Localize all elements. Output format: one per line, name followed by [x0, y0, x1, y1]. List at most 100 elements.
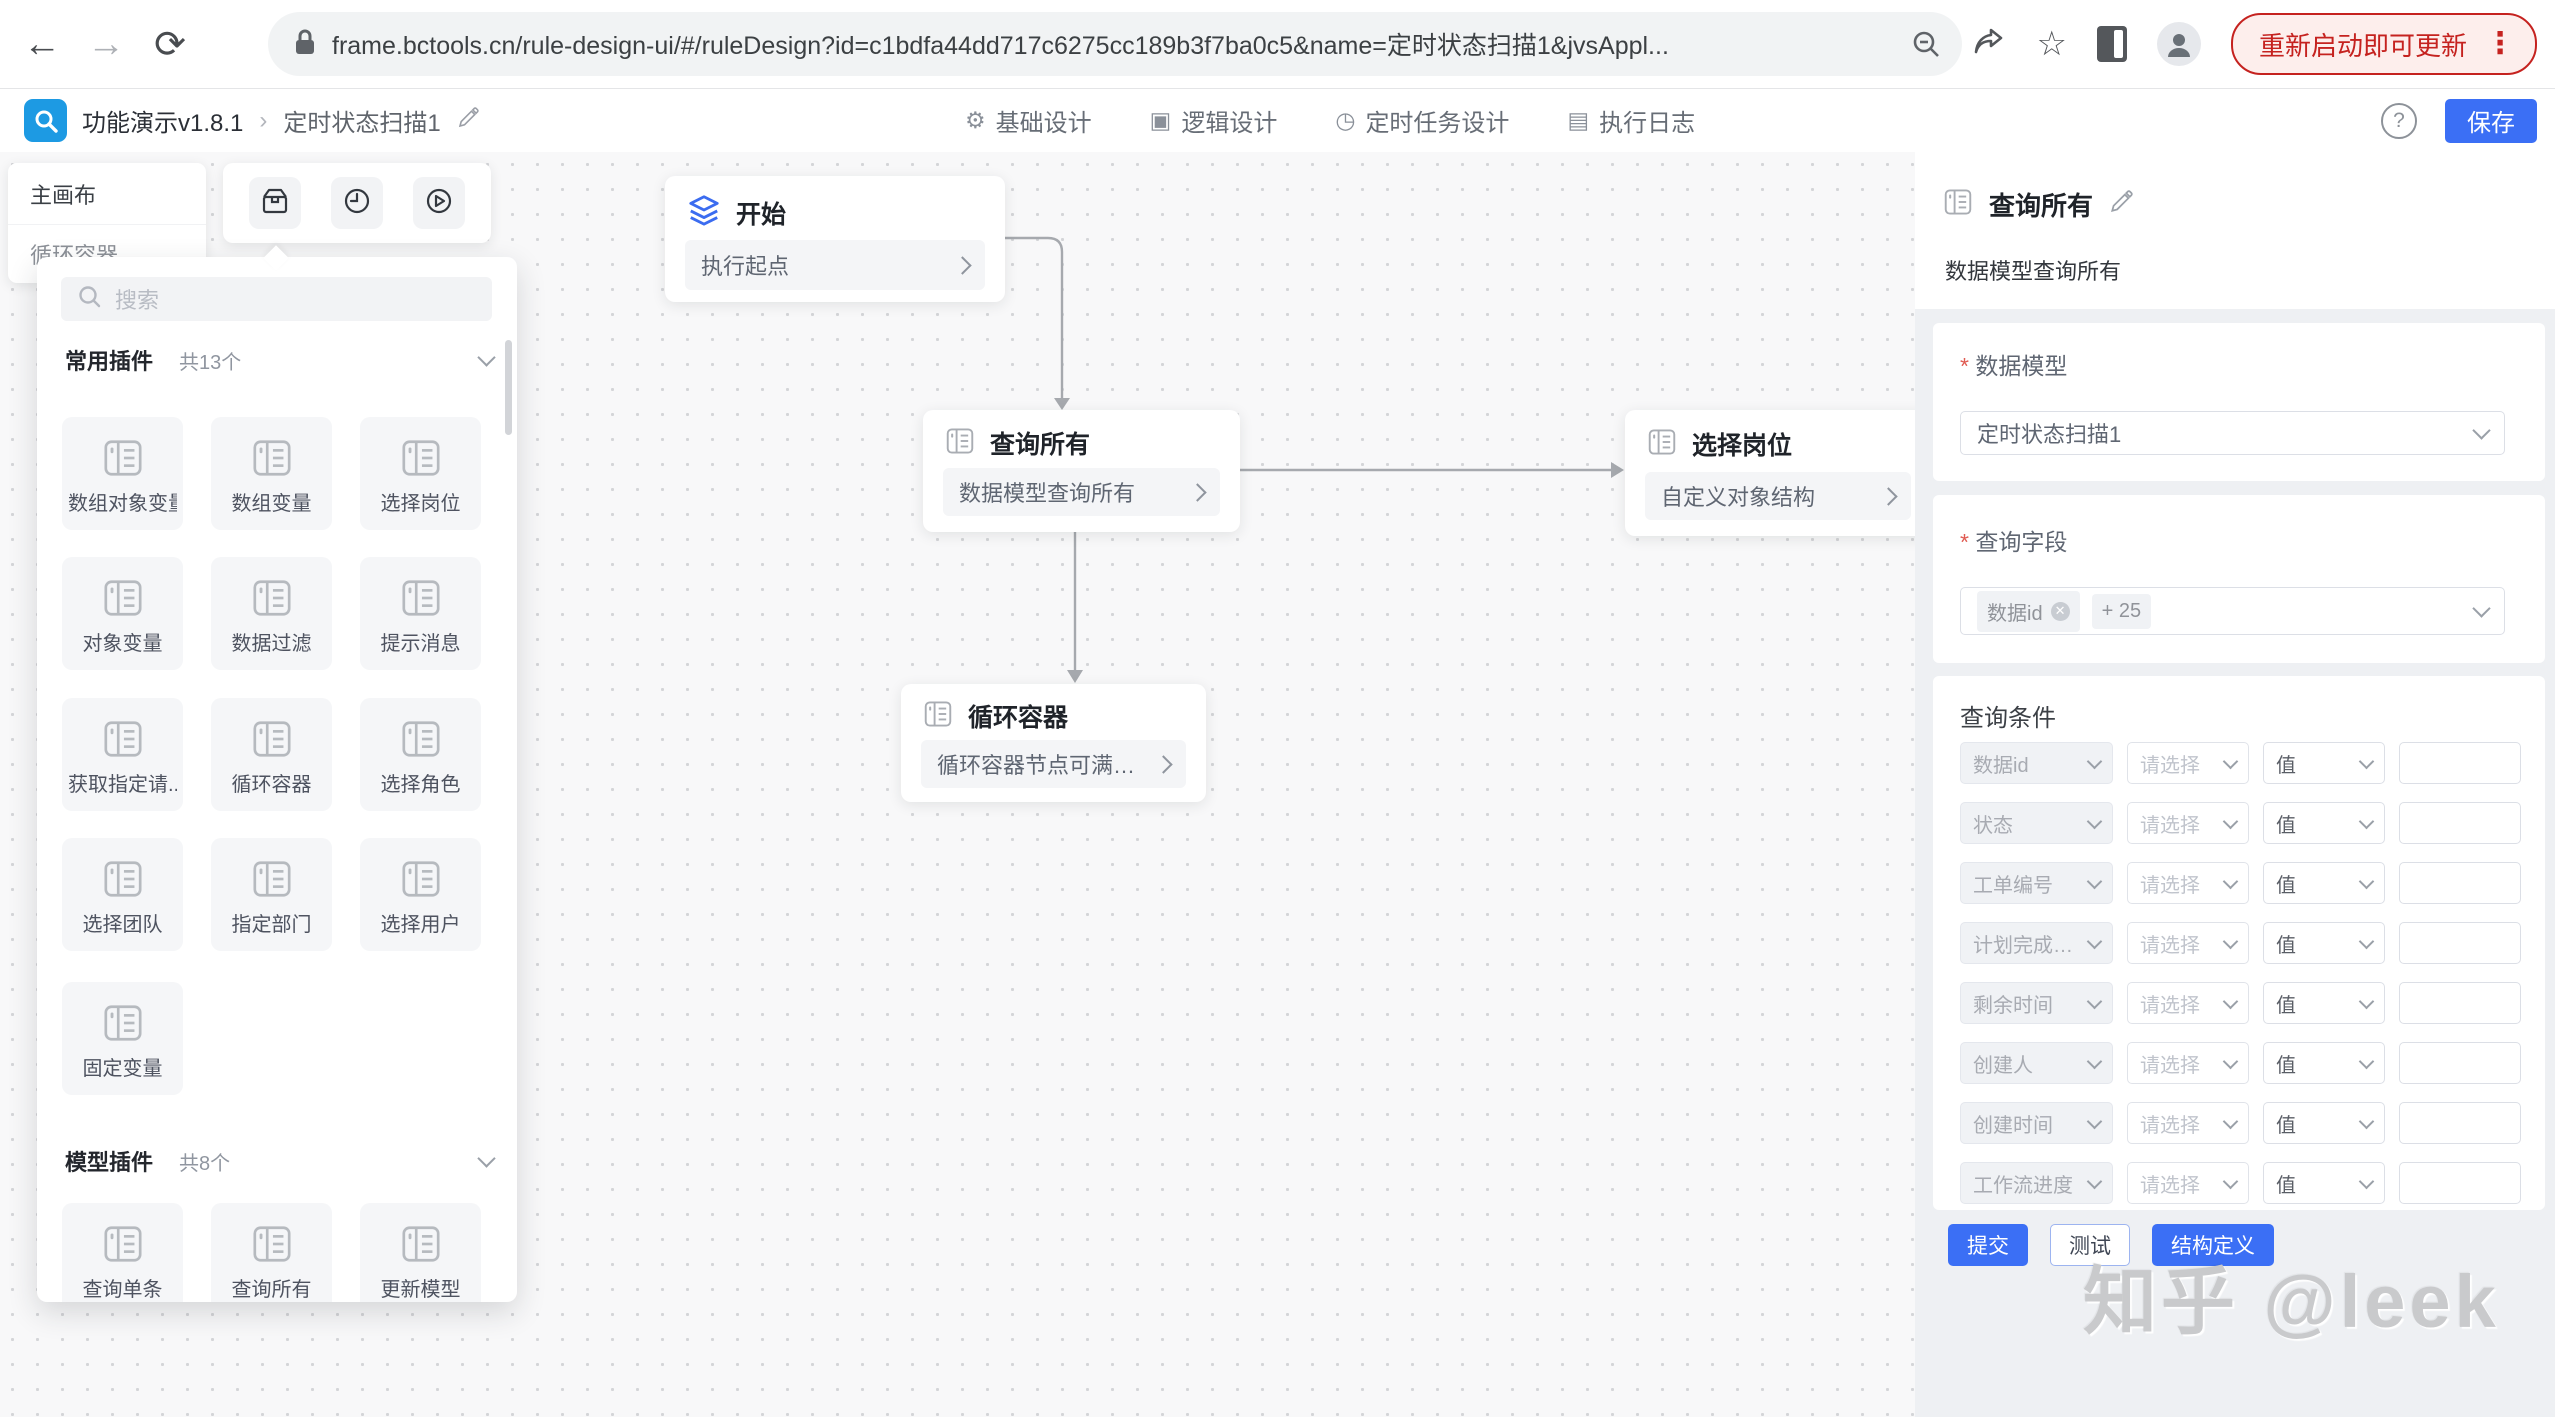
plugin-card[interactable]: 选择角色 — [360, 698, 481, 811]
forward-icon[interactable]: → — [87, 22, 125, 65]
plugin-card[interactable]: 查询所有 — [211, 1203, 332, 1302]
node-start-config-row[interactable]: 执行起点 — [685, 240, 985, 290]
condition-field-select[interactable]: 工单编号 — [1960, 862, 2113, 904]
plugin-card[interactable]: 数组变量 — [211, 417, 332, 530]
condition-type-select[interactable]: 值 — [2263, 922, 2385, 964]
condition-value-input[interactable] — [2399, 742, 2521, 784]
breadcrumb-app-name[interactable]: 功能演示v1.8.1 — [82, 110, 244, 137]
popup-scrollbar[interactable] — [505, 340, 512, 435]
plugin-card[interactable]: 获取指定请... — [62, 698, 183, 811]
plugin-card[interactable]: 循环容器 — [211, 698, 332, 811]
condition-field-select[interactable]: 创建时间 — [1960, 1102, 2113, 1144]
side-panel-icon[interactable] — [2096, 26, 2127, 62]
condition-type-select[interactable]: 值 — [2263, 742, 2385, 784]
condition-operator-select[interactable]: 请选择 — [2127, 982, 2249, 1024]
rename-pencil-icon[interactable] — [457, 107, 479, 134]
plugin-card[interactable]: 查询单条 — [62, 1203, 183, 1302]
chevron-down-icon — [2358, 933, 2375, 950]
app-logo[interactable] — [24, 99, 67, 142]
condition-operator-select[interactable]: 请选择 — [2127, 922, 2249, 964]
fields-multiselect[interactable]: 数据id ✕ + 25 — [1960, 587, 2505, 635]
condition-type-select[interactable]: 值 — [2263, 1042, 2385, 1084]
chevron-right-icon — [953, 255, 972, 275]
plugin-section-header[interactable]: 模型插件共8个 — [65, 1145, 496, 1177]
plugin-search-input[interactable]: 搜索 — [61, 277, 492, 321]
chevron-down-icon — [477, 348, 496, 367]
plugin-card[interactable]: 对象变量 — [62, 557, 183, 670]
flow-canvas[interactable]: 开始 执行起点 查询所有 数据模型查询所有 选择岗位 自定义对象结构 — [0, 152, 1915, 1417]
plugin-section-header[interactable]: 常用插件共13个 — [65, 344, 496, 376]
zoom-out-icon[interactable] — [1910, 28, 1944, 67]
tab-basic-design[interactable]: ⚙基础设计 — [965, 103, 1092, 138]
condition-type-select[interactable]: 值 — [2263, 982, 2385, 1024]
plugin-card[interactable]: 固定变量 — [62, 982, 183, 1095]
condition-value-input[interactable] — [2399, 982, 2521, 1024]
submit-button[interactable]: 提交 — [1948, 1224, 2028, 1266]
clock-icon — [341, 185, 373, 222]
condition-value-input[interactable] — [2399, 1042, 2521, 1084]
condition-field-select[interactable]: 创建人 — [1960, 1042, 2113, 1084]
condition-value-input[interactable] — [2399, 862, 2521, 904]
remove-tag-icon[interactable]: ✕ — [2050, 601, 2070, 621]
kebab-menu-icon[interactable]: ⋮ — [2485, 27, 2515, 60]
plugin-card[interactable]: 指定部门 — [211, 838, 332, 951]
url-text: frame.bctools.cn/rule-design-ui/#/ruleDe… — [332, 32, 1669, 60]
plugin-card[interactable]: 选择用户 — [360, 838, 481, 951]
help-icon[interactable]: ? — [2381, 102, 2417, 139]
condition-operator-select[interactable]: 请选择 — [2127, 742, 2249, 784]
structure-define-button[interactable]: 结构定义 — [2152, 1224, 2274, 1266]
reload-icon[interactable]: ⟳ — [154, 23, 186, 66]
condition-field-select[interactable]: 剩余时间 — [1960, 982, 2113, 1024]
condition-value-input[interactable] — [2399, 922, 2521, 964]
address-bar[interactable]: frame.bctools.cn/rule-design-ui/#/ruleDe… — [268, 12, 1962, 76]
chrome-update-button[interactable]: 重新启动即可更新 ⋮ — [2230, 13, 2537, 75]
condition-type-select[interactable]: 值 — [2263, 1102, 2385, 1144]
node-query-all-config-row[interactable]: 数据模型查询所有 — [943, 468, 1220, 516]
condition-type-select[interactable]: 值 — [2263, 802, 2385, 844]
condition-type-select[interactable]: 值 — [2263, 1162, 2385, 1204]
profile-avatar[interactable] — [2156, 22, 2201, 66]
condition-operator-select[interactable]: 请选择 — [2127, 862, 2249, 904]
node-select-post-config-row[interactable]: 自定义对象结构 — [1645, 472, 1911, 520]
node-select-post[interactable]: 选择岗位 自定义对象结构 — [1625, 410, 1915, 536]
edit-pencil-icon[interactable] — [2109, 190, 2133, 219]
history-button[interactable] — [331, 177, 383, 229]
plugin-icon — [251, 858, 293, 905]
plugin-card[interactable]: 提示消息 — [360, 557, 481, 670]
node-start[interactable]: 开始 执行起点 — [665, 176, 1005, 302]
plugin-card[interactable]: 选择岗位 — [360, 417, 481, 530]
node-query-all[interactable]: 查询所有 数据模型查询所有 — [923, 410, 1240, 532]
condition-operator-select[interactable]: 请选择 — [2127, 1042, 2249, 1084]
node-loop-config-row[interactable]: 循环容器节点可满足循... — [921, 740, 1186, 788]
condition-operator-select[interactable]: 请选择 — [2127, 1162, 2249, 1204]
plugin-card[interactable]: 数组对象变量 — [62, 417, 183, 530]
canvas-list-item-main[interactable]: 主画布 — [8, 163, 206, 225]
save-button[interactable]: 保存 — [2445, 98, 2537, 143]
condition-value-input[interactable] — [2399, 1102, 2521, 1144]
plugin-card[interactable]: 数据过滤 — [211, 557, 332, 670]
plugin-card[interactable]: 更新模型 — [360, 1203, 481, 1302]
back-icon[interactable]: ← — [23, 22, 61, 65]
condition-value-input[interactable] — [2399, 1162, 2521, 1204]
tab-execution-log[interactable]: ▤执行日志 — [1567, 103, 1695, 138]
test-button[interactable]: 测试 — [2050, 1224, 2130, 1266]
condition-value-input[interactable] — [2399, 802, 2521, 844]
model-select[interactable]: 定时状态扫描1 — [1960, 411, 2505, 455]
bookmark-star-icon[interactable]: ☆ — [2036, 25, 2067, 63]
node-loop-container[interactable]: 循环容器 循环容器节点可满足循... — [901, 684, 1206, 802]
condition-field-select[interactable]: 状态 — [1960, 802, 2113, 844]
condition-field-select[interactable]: 计划完成时间 — [1960, 922, 2113, 964]
condition-operator-select[interactable]: 请选择 — [2127, 1102, 2249, 1144]
plugin-card[interactable]: 选择团队 — [62, 838, 183, 951]
run-button[interactable] — [413, 177, 465, 229]
share-icon[interactable] — [1971, 24, 2007, 65]
condition-operator-select[interactable]: 请选择 — [2127, 802, 2249, 844]
condition-type-select[interactable]: 值 — [2263, 862, 2385, 904]
condition-field-select[interactable]: 数据id — [1960, 742, 2113, 784]
plugin-box-button[interactable] — [249, 177, 301, 229]
tab-timer-task-design[interactable]: ◷定时任务设计 — [1335, 103, 1509, 138]
tab-logic-design[interactable]: ▣逻辑设计 — [1150, 103, 1278, 138]
chevron-down-icon — [2358, 873, 2375, 890]
condition-field-select[interactable]: 工作流进度 — [1960, 1162, 2113, 1204]
inspector-panel: 查询所有 数据模型查询所有 数据模型 定时状态扫描1 查询字段 数据id ✕ +… — [1915, 152, 2555, 1417]
